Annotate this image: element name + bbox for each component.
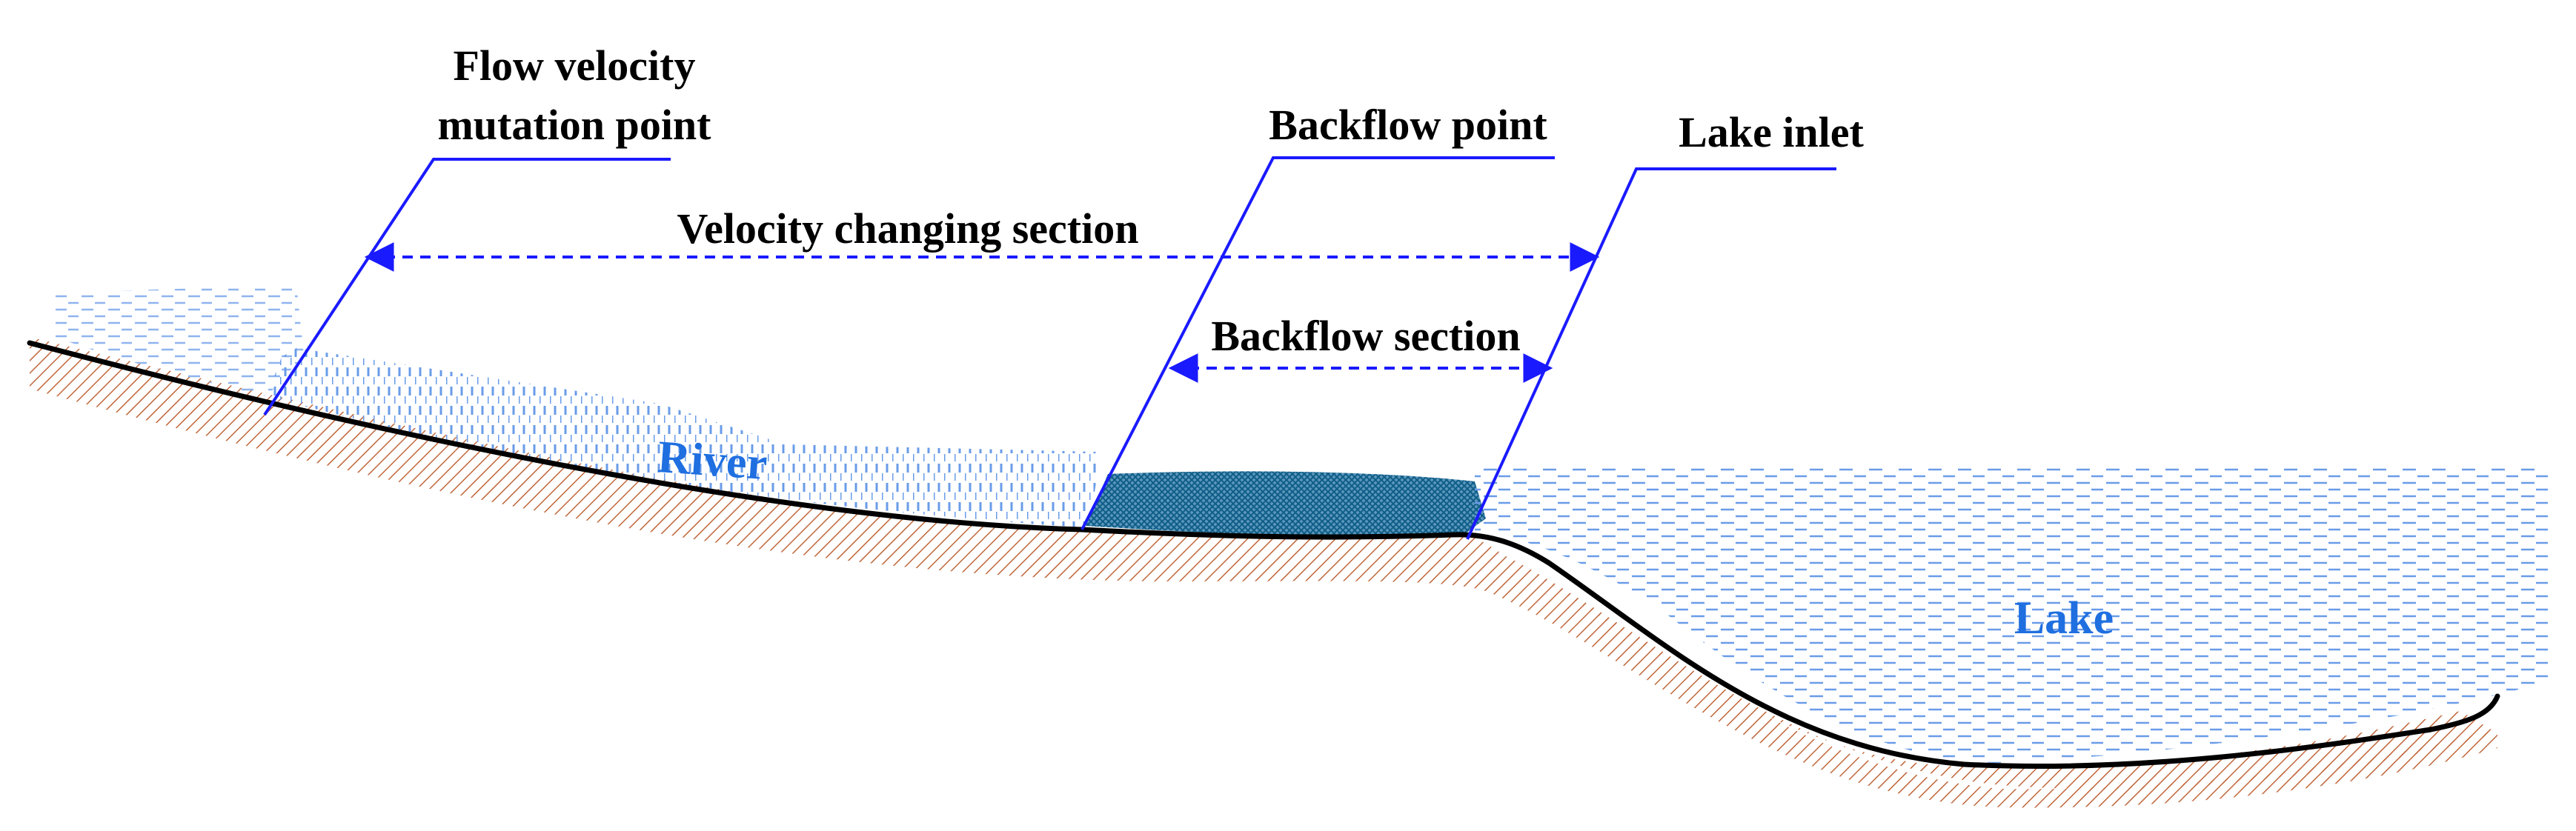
lake-label: Lake <box>2014 593 2114 644</box>
flow-velocity-label-line2: mutation point <box>437 101 711 149</box>
bed-line <box>27 340 2500 770</box>
lake-inlet-label: Lake inlet <box>1679 108 1864 156</box>
flow-velocity-label-line1: Flow velocity <box>454 41 696 90</box>
backflow-point-label: Backflow point <box>1269 101 1547 149</box>
backflow-section-label: Backflow section <box>1211 312 1520 360</box>
velocity-changing-section-label: Velocity changing section <box>677 204 1139 253</box>
river-label: River <box>656 432 769 490</box>
upstream-water <box>56 285 304 396</box>
soil-layer-lower <box>30 344 2497 808</box>
lake-inlet-leader <box>1466 167 1836 540</box>
lake-water <box>1475 467 2549 763</box>
river-water <box>267 348 1097 527</box>
backflow-water <box>1086 471 1486 536</box>
flow-velocity-leader <box>263 158 671 416</box>
backflow-point-leader <box>1080 156 1555 530</box>
